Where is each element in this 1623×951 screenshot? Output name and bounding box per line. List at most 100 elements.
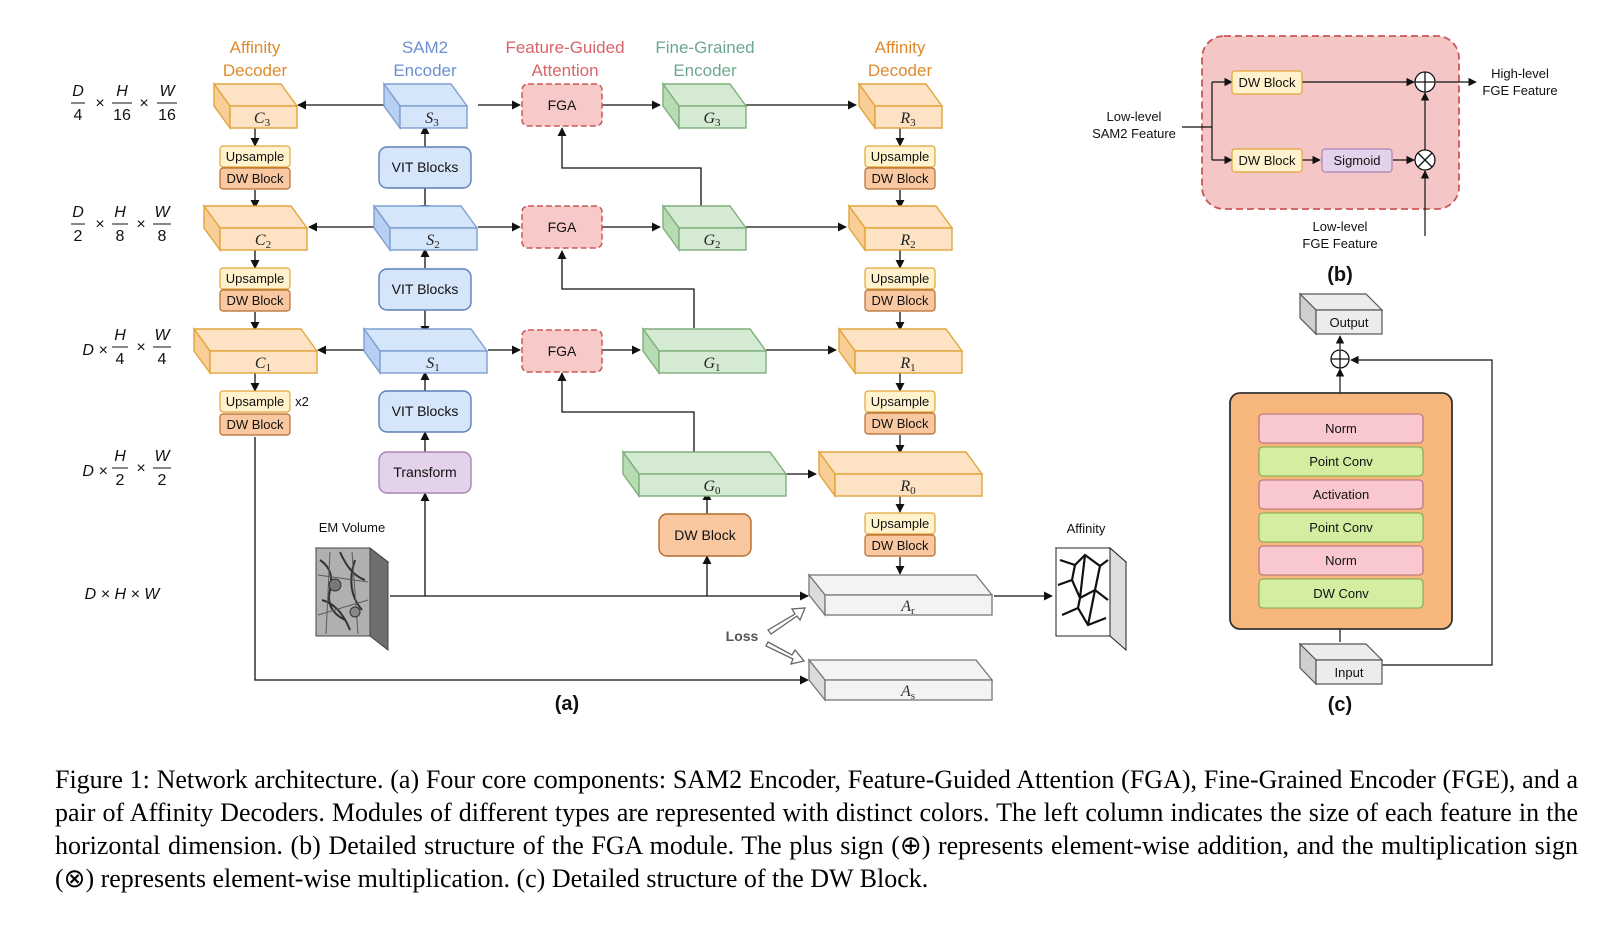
upsample-block-r1 — [864, 390, 936, 413]
svg-text:S2: S2 — [426, 232, 440, 251]
dim-row-8: D 2 × H 8 × W 8 — [71, 204, 171, 245]
low-level-fge-label-l2: FGE Feature — [1302, 236, 1377, 251]
panel-c-plus-icon — [1330, 349, 1350, 369]
dw-block-r1 — [864, 412, 936, 435]
upsample-block-l2 — [219, 267, 291, 290]
fga-label-1: FGA — [548, 343, 577, 359]
figure-caption: Figure 1: Network architecture. (a) Four… — [55, 765, 1578, 893]
dw-block-label-r1: DW Block — [871, 416, 929, 431]
svg-text:×: × — [136, 460, 145, 477]
node-as: As — [807, 658, 994, 702]
upsample-block-r3 — [864, 145, 936, 168]
s1-label: S — [426, 355, 434, 372]
panel-b-sigmoid-label: Sigmoid — [1334, 153, 1381, 168]
panel-b-dw-block-bottom — [1231, 148, 1303, 173]
affinity-output: Affinity — [1054, 521, 1128, 652]
layer-activation-label: Activation — [1313, 487, 1369, 502]
transform-block — [378, 451, 472, 494]
panel-b-sigmoid — [1321, 148, 1393, 173]
node-g1: G1 — [641, 326, 768, 376]
svg-text:G1: G1 — [703, 355, 720, 374]
header-sam2-encoder: SAM2 — [402, 38, 448, 57]
loss-arrow-down-icon — [765, 641, 806, 665]
dw-block-label-r0: DW Block — [871, 538, 929, 553]
dim4-pre: D × — [82, 342, 107, 359]
em-volume: EM Volume — [314, 520, 390, 652]
layer-norm-top-label: Norm — [1325, 421, 1357, 436]
svg-text:S3: S3 — [425, 110, 439, 129]
layer-point-conv-bottom-label: Point Conv — [1309, 520, 1373, 535]
panel-c-input-label: Input — [1335, 665, 1364, 680]
svg-text:×: × — [139, 95, 148, 112]
dim8-num2: H — [114, 204, 126, 221]
node-r2: R2 — [847, 203, 954, 253]
dim8-den2: 8 — [116, 228, 125, 245]
svg-text:R1: R1 — [899, 355, 915, 374]
header-affinity-decoder-left-l2: Decoder — [223, 61, 288, 80]
dim8-den3: 8 — [158, 228, 167, 245]
dim16-num3: W — [159, 83, 176, 100]
header-fga: Feature-Guided — [505, 38, 624, 57]
dim2-num3: W — [154, 448, 171, 465]
panel-c-output-node: Output — [1298, 292, 1384, 336]
node-r3: R3 — [857, 81, 944, 131]
layer-activation — [1258, 479, 1424, 510]
svg-text:G3: G3 — [703, 110, 721, 129]
header-affinity-decoder-left: Affinity — [230, 38, 281, 57]
c3-label: C — [254, 110, 265, 127]
right-affinity-decoder: R3 R2 R1 R0 Upsample DW Block Upsample — [817, 81, 984, 557]
high-level-fge-label-l2: FGE Feature — [1482, 83, 1557, 98]
low-level-sam2-label: Low-level — [1107, 109, 1162, 124]
upsample-label-l3: Upsample — [226, 149, 285, 164]
dw-block-label-l3: DW Block — [226, 171, 284, 186]
vit-blocks-2 — [378, 268, 472, 311]
svg-text:×: × — [95, 216, 104, 233]
dim16-num2: H — [116, 83, 128, 100]
s2-label: S — [426, 232, 434, 249]
g0-sub: 0 — [715, 485, 721, 497]
dw-block-fge — [658, 513, 752, 557]
node-g0: G0 — [621, 449, 788, 499]
dw-block-r3 — [864, 167, 936, 190]
c1-sub: 1 — [266, 362, 272, 374]
dw-block-label-r2: DW Block — [871, 293, 929, 308]
high-level-fge-label: High-level — [1491, 66, 1549, 81]
panel-c-output-label: Output — [1329, 315, 1368, 330]
upsample-label-l2: Upsample — [226, 271, 285, 286]
dim-row-full: D × H × W — [85, 586, 162, 603]
low-level-sam2-label-l2: SAM2 Feature — [1092, 126, 1176, 141]
upsample-label-l1: Upsample — [226, 394, 285, 409]
connections-a — [250, 100, 1053, 685]
c2-label: C — [255, 232, 266, 249]
dimension-labels: D 4 × H 16 × W 16 D 2 × H 8 × W 8 D × — [71, 83, 177, 603]
subfigure-a-label: (a) — [555, 693, 579, 715]
dim2-den3: 2 — [158, 472, 167, 489]
dw-block-r2 — [864, 289, 936, 312]
node-s1: S1 — [362, 326, 489, 376]
g2-sub: 2 — [715, 239, 721, 251]
low-level-fge-label: Low-level — [1313, 219, 1368, 234]
dim4-den3: 4 — [158, 351, 167, 368]
c1-label: C — [255, 355, 266, 372]
as-sub: s — [911, 690, 915, 702]
dim-row-2: D × H 2 × W 2 — [82, 448, 171, 489]
header-fge-l2: Encoder — [673, 61, 737, 80]
dim-row-16: D 4 × H 16 × W 16 — [71, 83, 177, 124]
panel-b-fga-module: DW Block DW Block Sigmoid Low-level SAM2… — [1092, 35, 1558, 286]
panel-b-times-icon — [1414, 149, 1436, 171]
x2-label: x2 — [295, 394, 309, 409]
dim8-num1: D — [72, 204, 84, 221]
dim16-den1: 4 — [74, 107, 83, 124]
affinity-label: Affinity — [1067, 521, 1106, 536]
r2-label: R — [899, 232, 910, 249]
svg-text:C1: C1 — [255, 355, 271, 374]
s1-sub: 1 — [434, 362, 440, 374]
upsample-block-l3 — [219, 145, 291, 168]
layer-dw-conv-label: DW Conv — [1313, 586, 1369, 601]
layer-norm-top — [1258, 413, 1424, 444]
ar-sub: r — [911, 605, 915, 617]
left-affinity-decoder: C3 C2 C1 Upsample DW Block Upsample DW B… — [192, 81, 319, 436]
upsample-label-r1: Upsample — [871, 394, 930, 409]
dim16-den2: 16 — [113, 107, 131, 124]
node-s2: S2 — [372, 203, 479, 253]
